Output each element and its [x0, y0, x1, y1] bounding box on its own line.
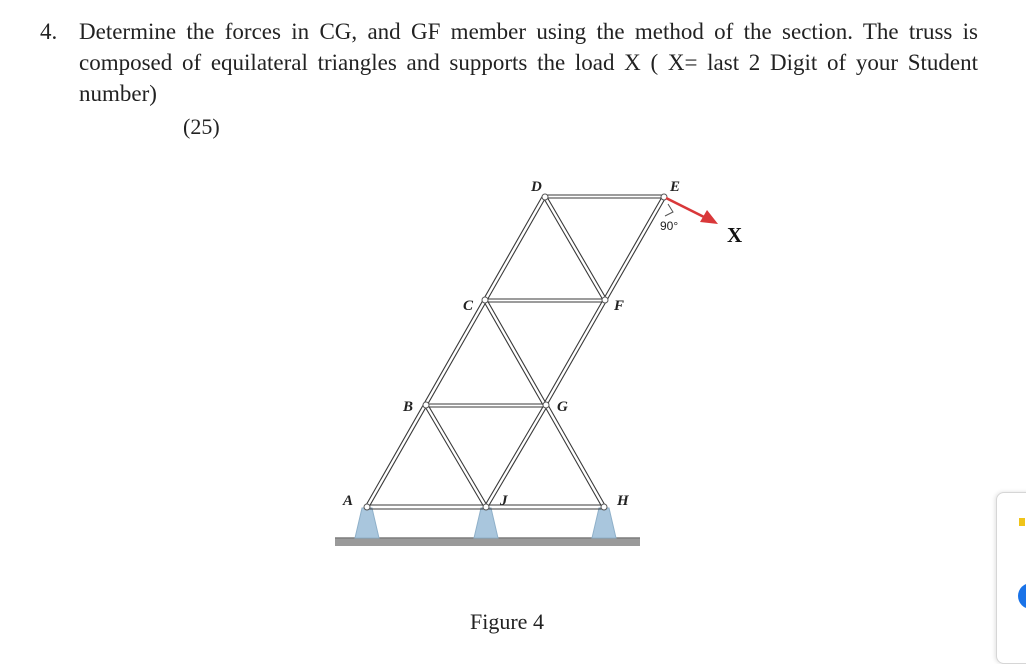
label-j: J [499, 493, 508, 509]
side-widget[interactable] [996, 492, 1026, 664]
member-df [542, 196, 608, 301]
load-arrow-head [700, 210, 718, 224]
support-j [473, 507, 499, 539]
label-f: F [613, 298, 624, 314]
pin-d [541, 193, 549, 201]
question-number: 4. [40, 19, 58, 44]
right-angle-mark [664, 203, 674, 217]
member-fe [602, 196, 667, 301]
member-cg [482, 299, 548, 406]
truss-figure: A B C D E F G J H 90° X [335, 179, 742, 546]
widget-marker-icon [1019, 518, 1025, 526]
question-block: 4. Determine the forces in CG, and GF me… [40, 16, 978, 109]
load-label: X [727, 223, 742, 247]
member-cf [485, 298, 605, 303]
label-c: C [463, 298, 474, 314]
label-g: G [557, 399, 568, 415]
pin-g [542, 401, 550, 409]
pin-c [481, 296, 489, 304]
pin-h [600, 503, 608, 511]
load-arrow-shaft [665, 196, 707, 220]
question-text: Determine the forces in CG, and GF membe… [79, 19, 978, 106]
pin-f [601, 296, 609, 304]
member-jg [483, 404, 549, 508]
label-a: A [342, 493, 353, 509]
pin-b [422, 401, 430, 409]
member-bj [423, 404, 489, 508]
pin-a [363, 503, 371, 511]
figure-caption: Figure 4 [470, 609, 544, 634]
truss-pins [363, 193, 668, 511]
angle-label: 90° [660, 219, 678, 233]
pin-j [482, 503, 490, 511]
member-de [544, 194, 664, 199]
label-b: B [402, 399, 413, 415]
label-e: E [669, 179, 680, 195]
support-h [591, 507, 617, 539]
label-d: D [530, 179, 542, 195]
member-gh [543, 404, 607, 508]
pin-e [660, 193, 668, 201]
ground [335, 538, 640, 546]
widget-circle-icon[interactable] [1018, 583, 1026, 609]
question-marks: (25) [183, 114, 220, 139]
member-bg [426, 403, 546, 408]
truss-members [364, 194, 667, 510]
member-left-chord [364, 194, 547, 508]
member-gf [542, 299, 608, 406]
support-a [354, 507, 380, 539]
label-h: H [616, 493, 630, 509]
